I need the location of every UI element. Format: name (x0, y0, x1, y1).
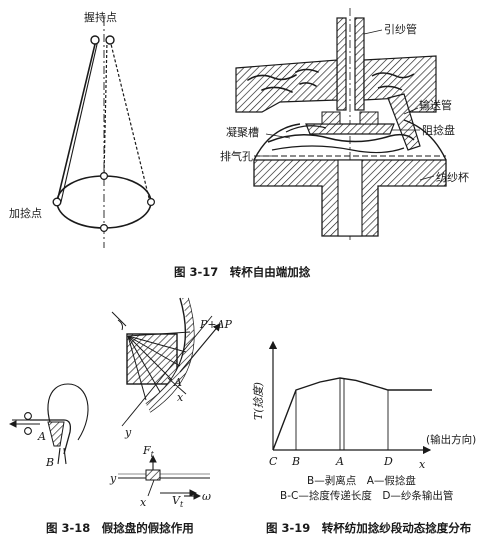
grip-point-left (90, 35, 100, 45)
label-p-delta: P+ΔP (199, 318, 233, 331)
label-a-top: A (173, 376, 182, 389)
label-ft: Ft (142, 444, 155, 459)
fig17-cone-schematic: 握持点 加捻点 (9, 10, 156, 248)
fig18-false-twist: P+ΔP A x y A B Ft y x Vt ω (8, 297, 233, 509)
tick-label-d: D (383, 455, 393, 468)
label-x-top: x (177, 391, 184, 404)
caption-fig18: 图 3-18 假捻盘的假捻作用 (46, 521, 194, 535)
grip-point-right (105, 35, 115, 45)
label-vt: Vt (172, 494, 184, 509)
label-y-bottom: y (109, 472, 117, 485)
label-vent: 排气孔 (220, 149, 253, 163)
legend-line-1: B—剥离点 A—假捻盘 (307, 474, 416, 487)
twist-series-line (272, 377, 432, 451)
legend-line-2: B-C—捻度传递长度 D—纱条输出管 (280, 489, 453, 502)
label-x-bottom: x (140, 496, 147, 509)
caption-fig19: 图 3-19 转杯纺加捻纱段动态捻度分布 (266, 521, 472, 535)
x-axis-note: (输出方向) (426, 433, 476, 446)
y-axis-label: T(捻度) (252, 382, 265, 420)
label-feed-tube: 输送管 (419, 98, 452, 112)
feed-tube (387, 93, 421, 151)
label-twist-point: 加捻点 (9, 206, 42, 220)
x-axis-label: x (419, 458, 426, 471)
label-b-left: B (45, 456, 54, 469)
twist-point (52, 197, 62, 207)
tick-label-b: B (291, 455, 300, 468)
fig17-rotor-section: 引纱管 输送管 阻捻盘 凝聚槽 排气孔 纺纱杯 (220, 8, 469, 240)
label-rotor: 纺纱杯 (436, 170, 469, 184)
false-twist-disc (305, 123, 395, 135)
tick-label-c: C (269, 455, 278, 468)
label-a-left: A (37, 430, 46, 443)
label-grip-point: 握持点 (84, 10, 117, 24)
caption-fig17: 图 3-17 转杯自由端加捻 (174, 265, 311, 279)
label-yarn-tube: 引纱管 (384, 22, 417, 36)
label-disc: 阻捻盘 (422, 123, 455, 137)
label-omega: ω (202, 490, 211, 503)
label-groove: 凝聚槽 (226, 125, 259, 139)
label-y-top: y (124, 426, 132, 439)
tick-label-a: A (335, 455, 344, 468)
